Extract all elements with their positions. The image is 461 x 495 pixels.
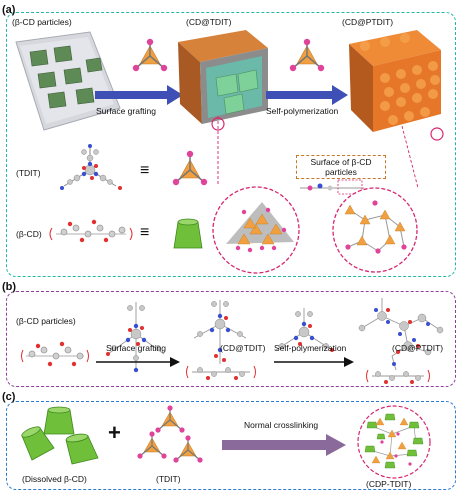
zoom-circle-cd-ptdit bbox=[332, 187, 418, 273]
cd-ptdit-block-illustration bbox=[349, 30, 444, 141]
beta-cd-particles-label-b: (β-CD particles) bbox=[16, 316, 76, 326]
beta-cd-cone-legend-icon bbox=[173, 218, 203, 249]
plus-sign: + bbox=[108, 420, 121, 445]
cd-ptdit-label-b: (CD@PTDIT) bbox=[392, 343, 444, 353]
tdit-tripod-icon-top-2 bbox=[289, 38, 325, 72]
beta-cd-particles-box-illustration bbox=[15, 31, 121, 131]
cd-ptdit-molecule-structure-b bbox=[358, 298, 444, 384]
tdit-molecule-structure-b bbox=[106, 302, 165, 373]
surface-grafting-label-a: Surface grafting bbox=[96, 106, 157, 116]
surface-grafting-label-b: Surface grafting bbox=[106, 343, 167, 353]
tdit-tripod-icon-top-1 bbox=[132, 38, 168, 72]
beta-cd-equiv-sign: ≡ bbox=[140, 224, 150, 241]
tdit-structure-diagram bbox=[60, 144, 122, 190]
panel-a-label: (a) bbox=[2, 4, 16, 16]
zoom-dashed-line-right bbox=[401, 125, 419, 189]
surface-grafting-arrow-b bbox=[96, 357, 180, 367]
zoom-dashed-line-left bbox=[217, 116, 219, 186]
cd-tdit-label-b: (CD@TDIT) bbox=[220, 343, 266, 353]
self-polymerization-arrow-a bbox=[266, 85, 348, 105]
dissolved-beta-cd-cones bbox=[21, 406, 99, 465]
cdp-tdit-label: (CDP-TDIT) bbox=[366, 479, 412, 489]
panel-b bbox=[6, 291, 456, 387]
beta-cd-particles-label-a: (β-CD particles) bbox=[12, 17, 72, 27]
panel-b-label: (b) bbox=[2, 281, 17, 293]
surface-grafting-arrow-a bbox=[95, 85, 183, 105]
self-polymerization-label-b: Self-polymerization bbox=[274, 343, 347, 353]
tdit-tripod-legend-icon bbox=[172, 150, 208, 186]
surface-of-beta-cd-callout: Surface of β-CD particles bbox=[296, 155, 386, 179]
zoom-circle-cd-tdit bbox=[212, 186, 300, 274]
normal-crosslinking-label: Normal crosslinking bbox=[244, 420, 319, 430]
tdit-molecule-structure-b2 bbox=[275, 308, 334, 352]
cdp-tdit-network-circle bbox=[357, 405, 431, 479]
panel-c-label: (c) bbox=[2, 391, 16, 403]
beta-cd-legend-label: (β-CD) bbox=[16, 229, 42, 239]
dissolved-beta-cd-label: (Dissolved β-CD) bbox=[22, 474, 87, 484]
surface-molecule-inset bbox=[300, 179, 364, 195]
self-polymerization-label-a: Self-polymerization bbox=[266, 106, 339, 116]
self-polymerization-arrow-b bbox=[274, 357, 354, 367]
beta-cd-structure-diagram bbox=[49, 219, 133, 243]
panel-c bbox=[6, 401, 456, 490]
tdit-label-c: (TDIT) bbox=[156, 474, 181, 484]
tdit-equiv-sign: ≡ bbox=[140, 162, 150, 179]
cd-tdit-molecule-structure-b bbox=[186, 300, 256, 380]
cd-ptdit-label-a: (CD@PTDIT) bbox=[342, 17, 394, 27]
normal-crosslinking-arrow bbox=[222, 434, 346, 456]
cd-tdit-label-a: (CD@TDIT) bbox=[186, 17, 232, 27]
tdit-legend-label: (TDIT) bbox=[16, 168, 41, 178]
tdit-tripods-cluster bbox=[137, 405, 203, 463]
cd-tdit-block-illustration bbox=[178, 30, 268, 131]
panel-a bbox=[6, 12, 456, 277]
beta-cd-ring-structure-b bbox=[21, 341, 89, 367]
